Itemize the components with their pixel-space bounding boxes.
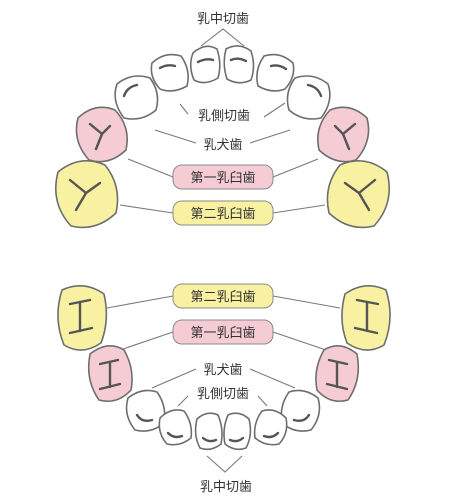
upper-first-molar-left	[75, 106, 128, 163]
lower-central-incisor-left	[194, 412, 223, 451]
upper-lateral-incisor-leader-right	[263, 102, 286, 118]
upper-canine-left	[114, 75, 159, 120]
lower-second-molar-leader-left	[106, 295, 174, 309]
lower-second-molar-pill: 第二乳臼歯	[172, 283, 274, 309]
lower-first-molar-pill: 第一乳臼歯	[172, 319, 274, 345]
upper-first-molar-leader-left	[127, 158, 174, 178]
lower-first-molar-leader-left	[119, 331, 174, 351]
upper-central-incisor-right	[223, 45, 255, 84]
lower-lateral-incisor-right	[253, 409, 288, 446]
lower-first-molar-label: 第一乳臼歯	[190, 326, 255, 341]
upper-first-molar-label: 第一乳臼歯	[190, 171, 255, 186]
upper-canine-leader-right	[249, 129, 291, 144]
upper-canine-leader-left	[154, 129, 197, 144]
lower-canine-leader-left	[151, 368, 197, 389]
upper-first-molar-right	[317, 106, 370, 163]
upper-second-molar-right	[326, 160, 390, 229]
upper-central-incisor-left	[189, 45, 221, 84]
lower-lateral-incisor-left	[158, 409, 193, 446]
upper-second-molar-pill: 第二乳臼歯	[172, 200, 274, 226]
upper-lateral-incisor-label: 乳側切歯	[198, 109, 250, 124]
upper-first-molar-leader-right	[272, 158, 319, 178]
upper-canine-label: 乳犬歯	[203, 138, 242, 153]
lower-canine-leader-right	[249, 368, 296, 389]
upper-canine-right	[286, 75, 331, 120]
lower-central-incisor-right	[223, 412, 252, 451]
lower-lateral-incisor-leader-right	[257, 395, 268, 407]
upper-central-incisor-leader	[200, 28, 245, 47]
lower-second-molar-left	[57, 285, 108, 351]
upper-second-molar-left	[55, 160, 119, 229]
lower-lateral-incisor-leader-left	[177, 395, 189, 407]
lower-second-molar-right	[341, 285, 391, 351]
lower-central-incisor-leader	[206, 455, 243, 473]
lower-central-incisor-label: 乳中切歯	[200, 480, 252, 495]
upper-second-molar-leader-right	[272, 204, 326, 214]
upper-lateral-incisor-right	[256, 53, 295, 92]
lower-lateral-incisor-label: 乳側切歯	[197, 387, 249, 402]
lower-first-molar-leader-right	[272, 331, 327, 351]
upper-second-molar-leader-left	[119, 204, 174, 214]
lower-canine-label: 乳犬歯	[203, 363, 242, 378]
lower-first-molar-right	[315, 345, 360, 403]
upper-first-molar-pill: 第一乳臼歯	[172, 164, 274, 190]
upper-arch: 乳中切歯 乳側切歯 乳犬歯 第一乳臼歯 第二乳臼歯	[55, 12, 390, 229]
lower-second-molar-label: 第二乳臼歯	[190, 290, 255, 305]
upper-central-incisor-label: 乳中切歯	[197, 12, 249, 27]
upper-lateral-incisor-left	[150, 53, 189, 92]
upper-lateral-incisor-leader-left	[179, 103, 189, 115]
lower-arch: 第二乳臼歯 第一乳臼歯 乳犬歯 乳側切歯 乳中切歯	[57, 283, 391, 495]
lower-second-molar-leader-right	[272, 295, 341, 309]
lower-first-molar-left	[87, 345, 133, 403]
lower-canine-right	[280, 389, 321, 432]
upper-second-molar-label: 第二乳臼歯	[190, 207, 255, 222]
